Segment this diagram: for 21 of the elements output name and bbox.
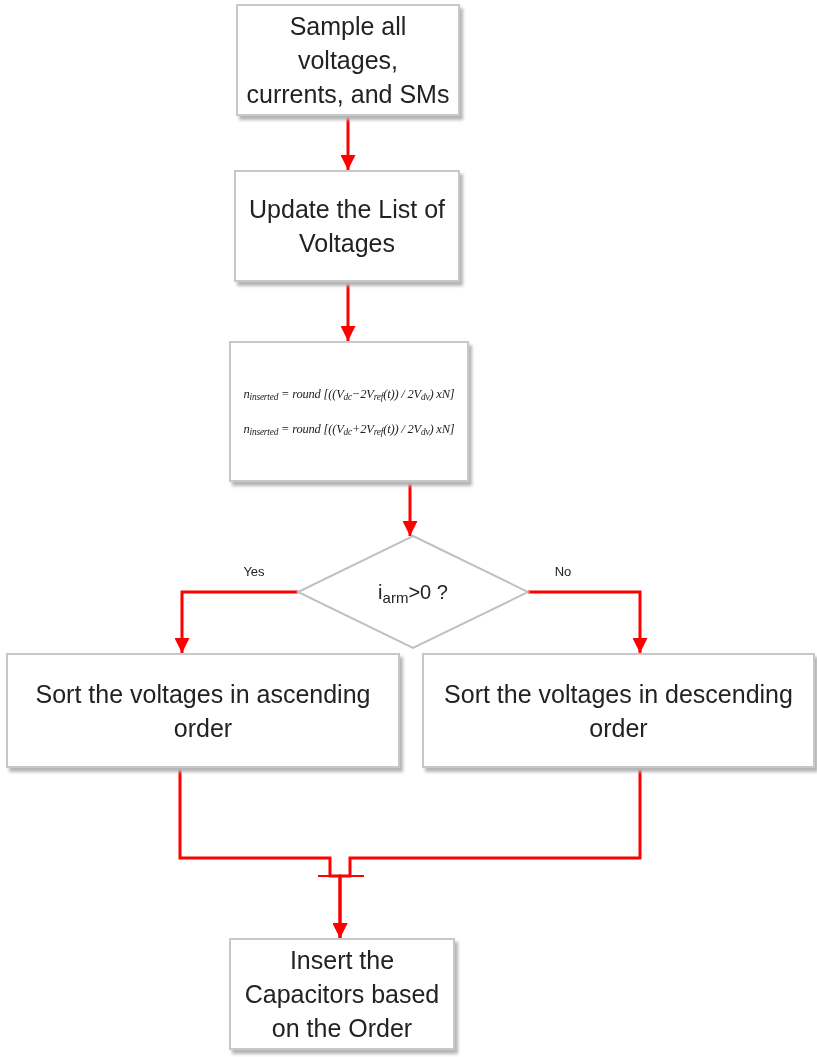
formula-box bbox=[229, 341, 469, 482]
arrow bbox=[340, 116, 356, 170]
process-box bbox=[234, 170, 460, 282]
process-box bbox=[6, 653, 400, 768]
arrow bbox=[340, 282, 356, 341]
step-text: Sort the voltages in descending order bbox=[443, 678, 794, 744]
step-text: Insert the Capacitors based on the Order bbox=[243, 945, 441, 1044]
arrow bbox=[332, 768, 642, 938]
arrow bbox=[174, 590, 298, 653]
step-text: Update the List of Voltages bbox=[248, 194, 446, 259]
condition-text: i$_{arm}$>0 ? bbox=[378, 580, 448, 607]
process-box bbox=[236, 4, 460, 116]
step-text: Sort the voltages in ascending order bbox=[34, 678, 372, 744]
arrow bbox=[402, 482, 418, 536]
formula: n$_{inserted}$ = round [((V$_{dc}$+2V$_{ref}$(t)) / 2V$_{dv}$) xN] bbox=[243, 420, 455, 439]
arrow bbox=[528, 590, 648, 653]
process-box bbox=[422, 653, 815, 768]
step-text: Sample all voltages, currents, and SMs bbox=[246, 11, 450, 110]
formula: n$_{inserted}$ = round [((V$_{dc}$−2V$_{ref}$(t)) / 2V$_{dv}$) xN] bbox=[243, 385, 455, 404]
decision-diamond bbox=[295, 534, 531, 650]
process-box bbox=[229, 938, 455, 1050]
